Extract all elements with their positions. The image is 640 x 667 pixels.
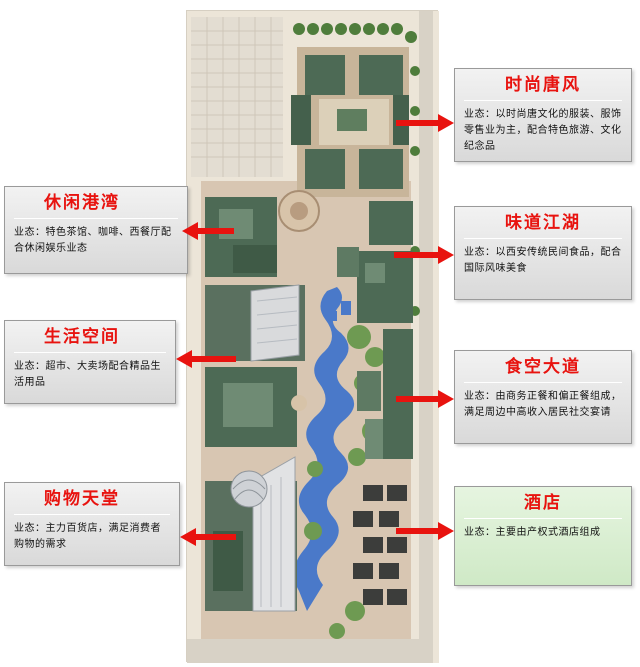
callout-title: 生活空间	[44, 327, 120, 347]
block-living	[205, 284, 307, 447]
block-dining	[357, 329, 413, 459]
divider	[14, 352, 166, 353]
callout-desc: 业态：以西安传统民间食品，配合国际风味美食	[464, 247, 622, 274]
block-food-street	[337, 201, 413, 323]
callout-title: 酒店	[524, 493, 562, 513]
callout-title: 味道江湖	[505, 213, 581, 233]
callout-desc: 业态：以时尚唐文化的服装、服饰零售业为主，配合特色旅游、文化纪念品	[464, 109, 622, 152]
callout-desc: 业态：超市、大卖场配合精品生活用品	[14, 361, 161, 388]
callout-gouwu: 购物天堂 业态：主力百货店，满足消费者购物的需求	[4, 482, 180, 566]
arrow-right-icon	[396, 522, 454, 540]
callout-title: 购物天堂	[44, 489, 120, 509]
callout-jiudian: 酒店 业态：主要由产权式酒店组成	[454, 486, 632, 586]
callout-xiuxian: 休闲港湾 业态：特色茶馆、咖啡、西餐厅配合休闲娱乐业态	[4, 186, 188, 274]
callout-desc: 业态：由商务正餐和偏正餐组成，满足周边中高收入居民社交宴请	[464, 391, 622, 418]
divider	[464, 382, 622, 383]
courtyard-north	[291, 47, 409, 197]
plaza-grid	[191, 17, 283, 177]
callout-weidao: 味道江湖 业态：以西安传统民间食品，配合国际风味美食	[454, 206, 632, 300]
arrow-right-icon	[394, 246, 454, 264]
divider	[464, 100, 622, 101]
callout-desc: 业态：特色茶馆、咖啡、西餐厅配合休闲娱乐业态	[14, 227, 172, 254]
arrow-right-icon	[396, 114, 454, 132]
callout-shikong: 食空大道 业态：由商务正餐和偏正餐组成，满足周边中高收入居民社交宴请	[454, 350, 632, 444]
divider	[14, 514, 170, 515]
callout-title: 休闲港湾	[44, 193, 120, 213]
arrow-left-icon	[176, 350, 236, 368]
site-plan	[186, 10, 439, 663]
block-leisure	[205, 197, 277, 277]
block-shopping	[205, 456, 297, 612]
arrow-left-icon	[180, 528, 236, 546]
arrow-right-icon	[396, 390, 454, 408]
callout-shenghuo: 生活空间 业态：超市、大卖场配合精品生活用品	[4, 320, 176, 404]
site-plan-drawing	[187, 11, 439, 663]
divider	[14, 218, 178, 219]
divider	[464, 238, 622, 239]
callout-title: 食空大道	[505, 357, 581, 377]
water-feature	[293, 287, 355, 611]
callout-title: 时尚唐风	[505, 75, 581, 95]
callout-desc: 业态：主要由产权式酒店组成	[464, 527, 601, 538]
callout-desc: 业态：主力百货店，满足消费者购物的需求	[14, 523, 161, 550]
block-hotel	[353, 485, 407, 605]
divider	[464, 518, 622, 519]
callout-shishang: 时尚唐风 业态：以时尚唐文化的服装、服饰零售业为主，配合特色旅游、文化纪念品	[454, 68, 632, 162]
arrow-left-icon	[182, 222, 234, 240]
